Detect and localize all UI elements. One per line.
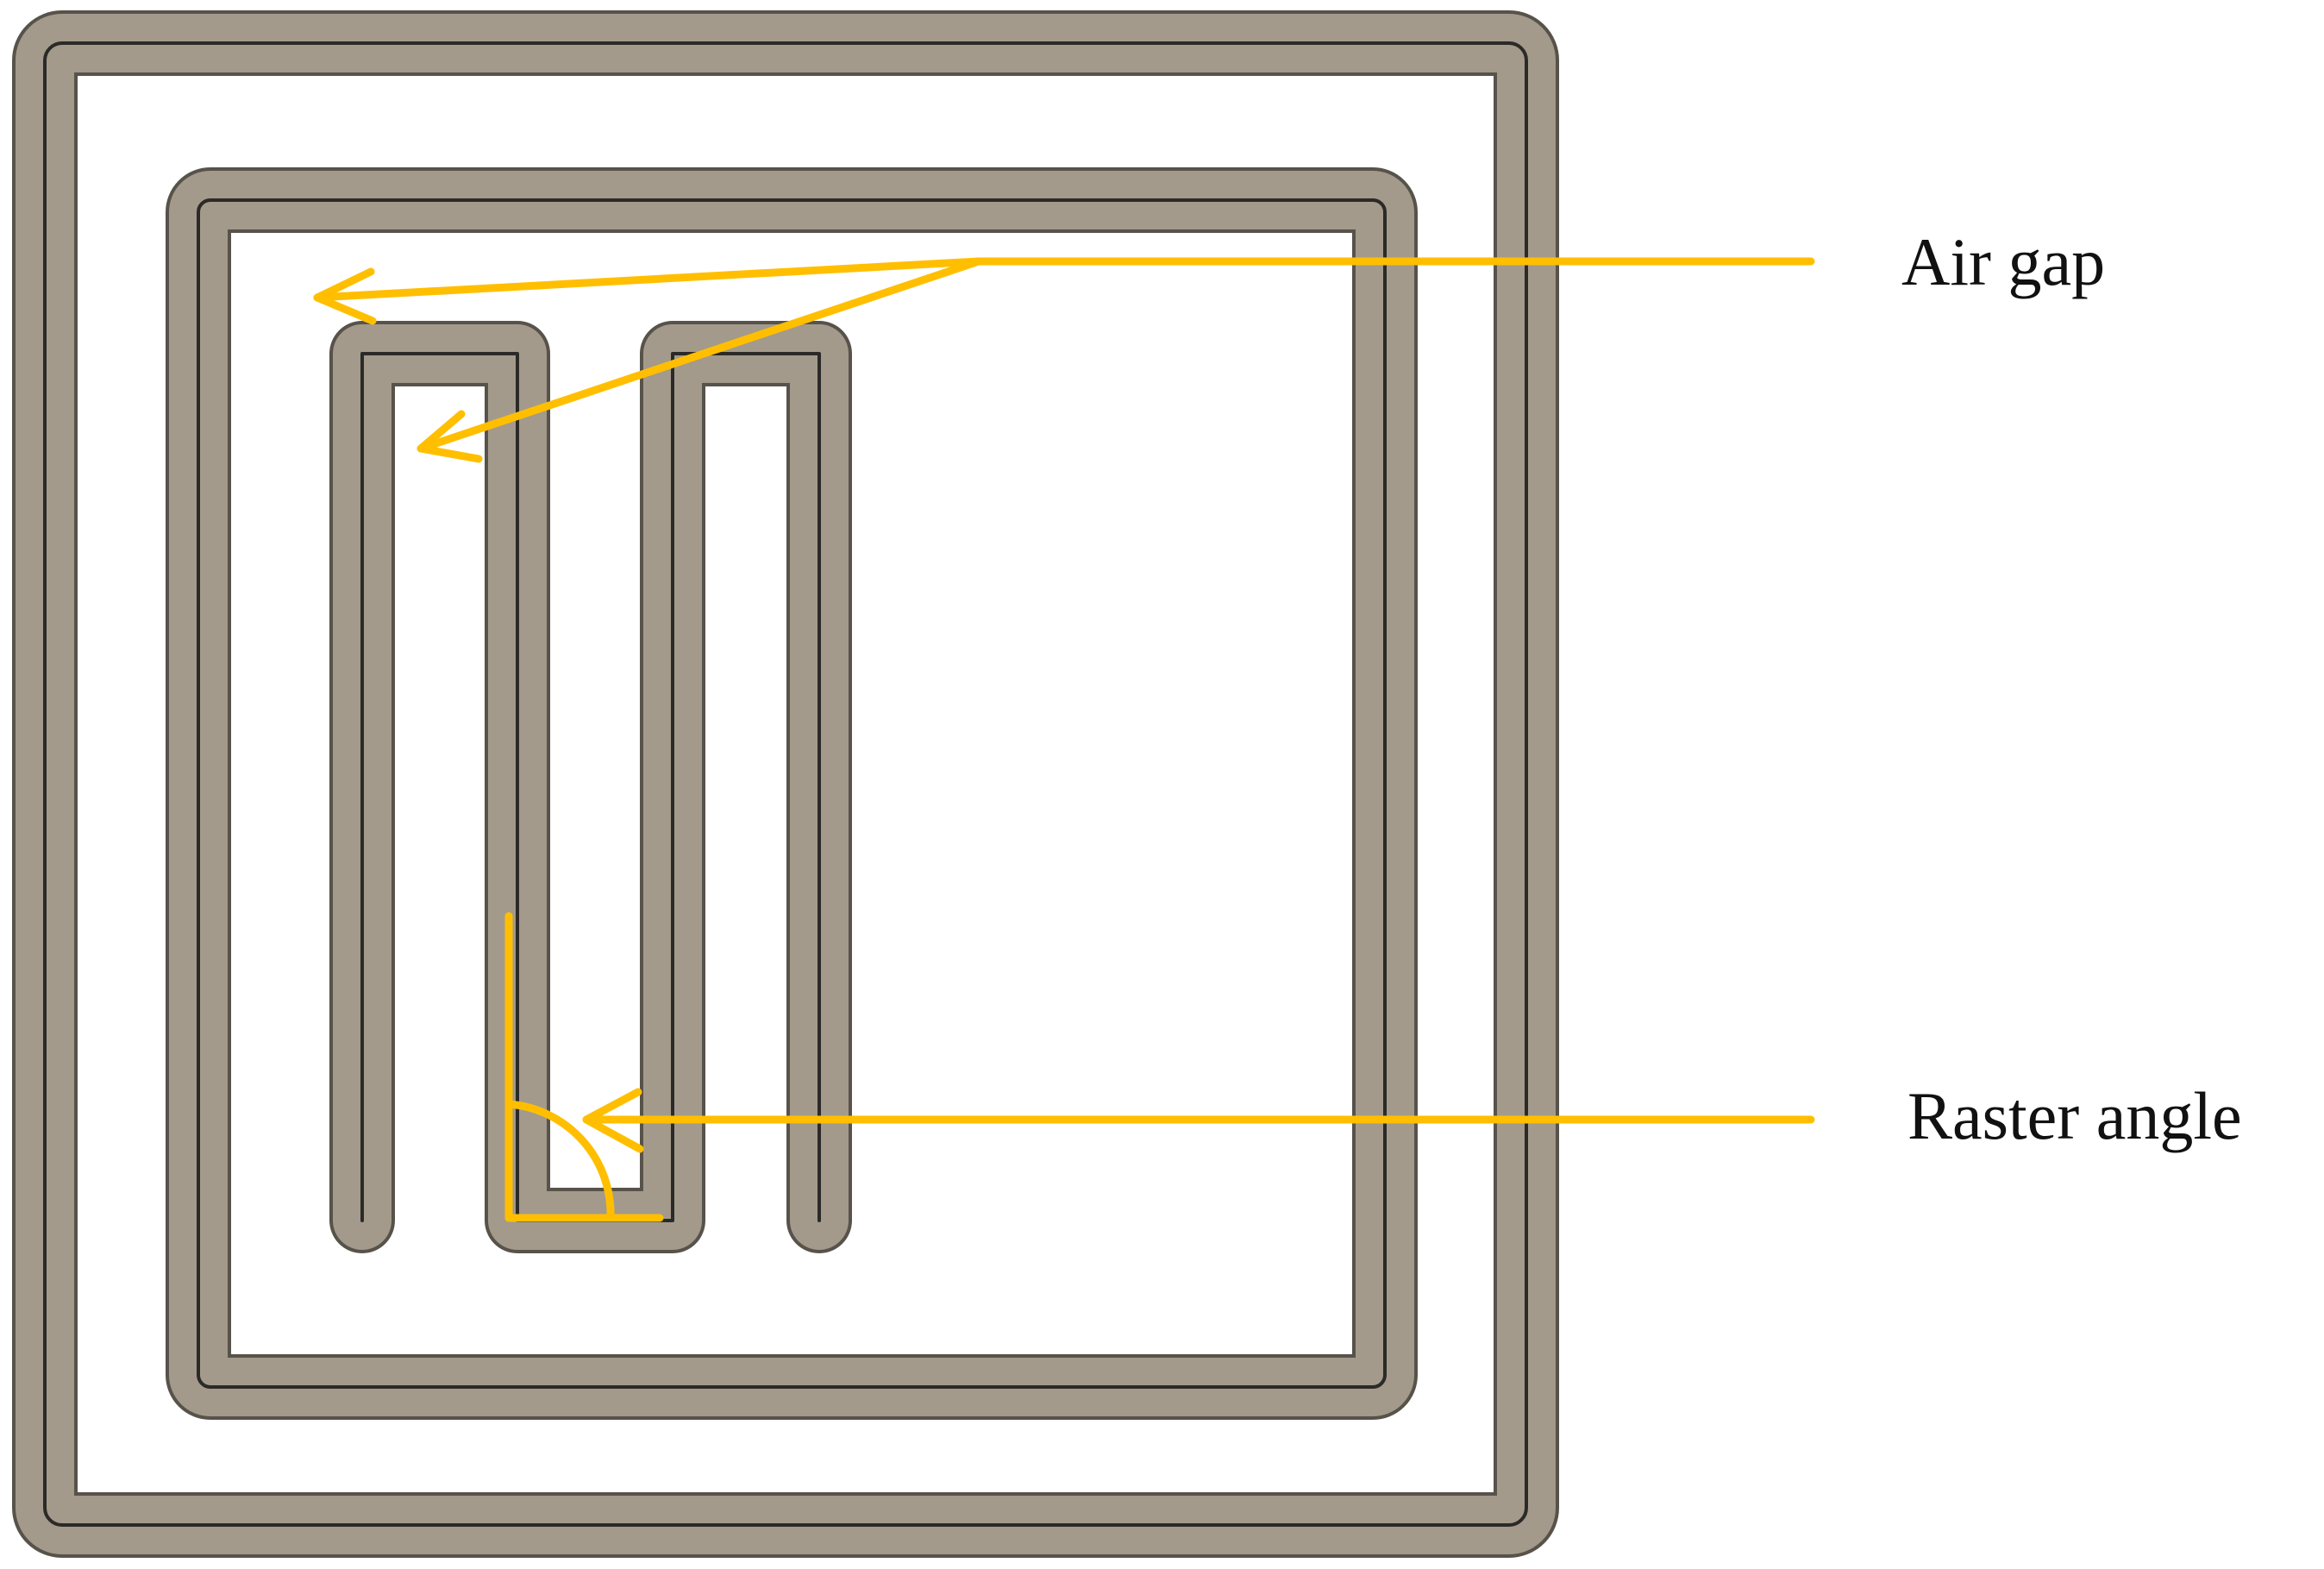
outer-perimeter (12, 10, 1559, 1558)
air-gap-label: Air gap (1901, 224, 2105, 299)
raster-angle-annotation (504, 912, 1815, 1222)
raster-infill (329, 321, 852, 1253)
air-gap-annotation (313, 257, 1815, 463)
air-gap-arrowhead-lower (417, 410, 483, 463)
air-gap-arrowhead-top (313, 267, 377, 325)
inner-perimeter (166, 167, 1418, 1420)
raster-angle-arrowhead (582, 1088, 644, 1153)
raster-angle-label: Raster angle (1907, 1078, 2242, 1153)
air-gap-arrow-lower (417, 257, 983, 453)
air-gap-arrow-top (313, 257, 983, 302)
raster-angle-arc (504, 1100, 615, 1222)
